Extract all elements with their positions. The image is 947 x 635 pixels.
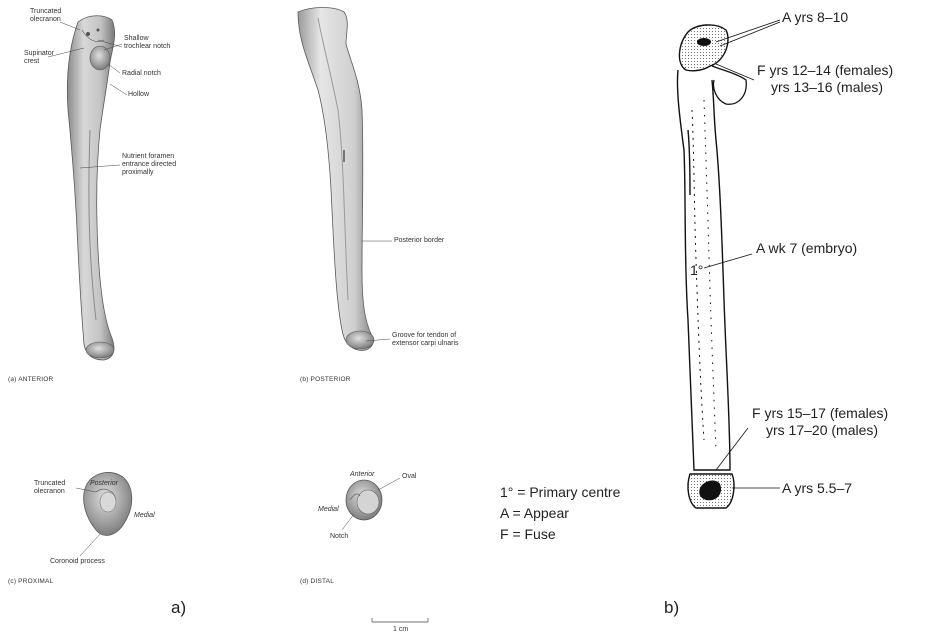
label-fuse-yrs-12-14-females: F yrs 12–14 (females) <box>757 62 893 79</box>
posterior-ulna-drawing <box>298 8 374 351</box>
label-radial-notch: Radial notch <box>122 70 161 78</box>
label-primary-centre-marker: 1° <box>690 262 703 279</box>
label-yrs-17-20-males: yrs 17–20 (males) <box>766 422 878 439</box>
scale-bar <box>372 618 428 622</box>
panel-label-b: b) <box>664 598 679 618</box>
anterior-ulna-drawing <box>67 16 114 360</box>
legend-primary-centre: 1° = Primary centre <box>500 484 620 501</box>
label-appear-yrs-8-10: A yrs 8–10 <box>782 9 848 26</box>
label-yrs-13-16-males: yrs 13–16 (males) <box>771 79 883 96</box>
legend-appear: A = Appear <box>500 505 569 522</box>
label-hollow: Hollow <box>128 91 149 99</box>
label-appear-yrs-5-5-7: A yrs 5.5–7 <box>782 480 852 497</box>
caption-anterior: (a) ANTERIOR <box>8 376 53 383</box>
ossification-ulna-outline <box>677 25 746 508</box>
label-groove-ecu: Groove for tendon of extensor carpi ulna… <box>392 332 459 348</box>
label-truncated-olecranon: Truncated olecranon <box>30 8 61 24</box>
caption-proximal: (c) PROXIMAL <box>8 578 53 585</box>
caption-posterior: (b) POSTERIOR <box>300 376 351 383</box>
label-distal-medial: Medial <box>318 506 339 514</box>
distal-view-drawing <box>346 480 382 520</box>
panel-label-a: a) <box>171 598 186 618</box>
label-distal-oval: Oval <box>402 473 416 481</box>
legend-fuse: F = Fuse <box>500 526 556 543</box>
label-supinator-crest: Supinator crest <box>24 50 54 66</box>
label-fuse-yrs-15-17-females: F yrs 15–17 (females) <box>752 405 888 422</box>
label-proximal-truncated-olecranon: Truncated olecranon <box>34 480 65 496</box>
label-proximal-medial: Medial <box>134 512 155 520</box>
label-distal-notch: Notch <box>330 533 348 541</box>
label-coronoid-process: Coronoid process <box>50 558 105 566</box>
label-posterior-border: Posterior border <box>394 237 444 245</box>
label-shallow-trochlear-notch: Shallow trochlear notch <box>124 35 170 51</box>
caption-distal: (d) DISTAL <box>300 578 334 585</box>
label-nutrient-foramen: Nutrient foramen entrance directed proxi… <box>122 153 176 177</box>
label-appear-wk7-embryo: A wk 7 (embryo) <box>756 240 857 257</box>
label-distal-anterior: Anterior <box>350 471 375 479</box>
label-proximal-posterior: Posterior <box>90 480 118 488</box>
scale-bar-label: 1 cm <box>393 626 408 634</box>
